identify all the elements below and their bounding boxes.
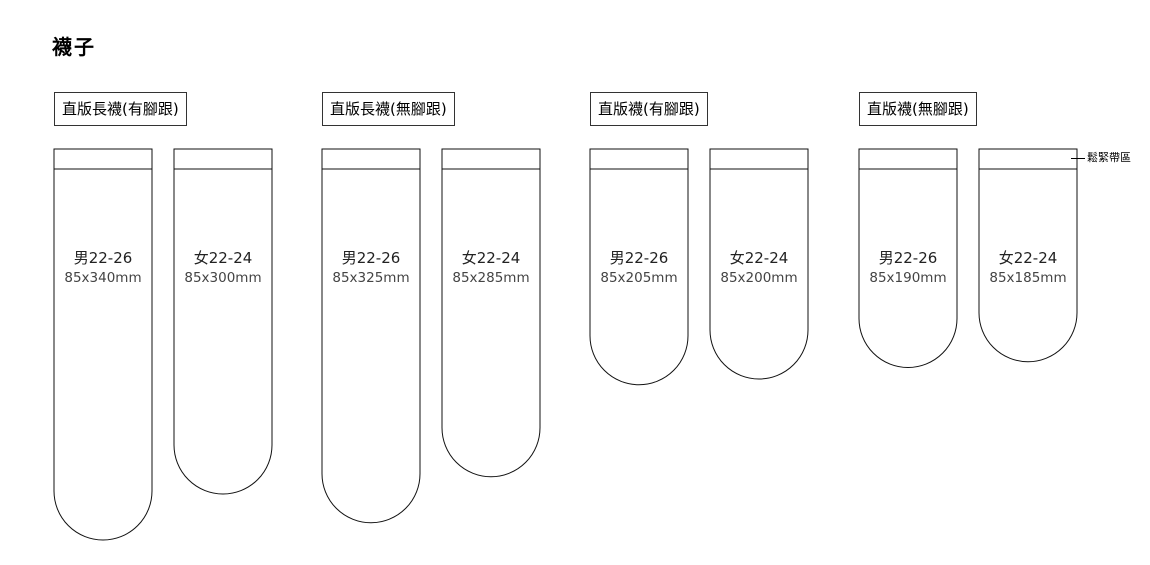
sock-4-2-dims-label: 85x185mm bbox=[989, 270, 1066, 286]
sock-4-1-dims-label: 85x190mm bbox=[869, 270, 946, 286]
band-label: 鬆緊帶區 bbox=[1087, 151, 1131, 164]
sock-2-2-outline bbox=[441, 148, 541, 478]
group-label-long-no-heel: 直版長襪(無腳跟) bbox=[322, 92, 455, 126]
sock-2-1-size-label: 男22-26 bbox=[342, 249, 401, 267]
page-title: 襪子 bbox=[52, 35, 96, 59]
sock-2-2-size-label: 女22-24 bbox=[462, 249, 521, 267]
sock-1-2-size-label: 女22-24 bbox=[194, 249, 253, 267]
sock-1-1-dims-label: 85x340mm bbox=[64, 270, 141, 286]
sock-3-2-size-label: 女22-24 bbox=[730, 249, 789, 267]
group-label-short-with-heel: 直版襪(有腳跟) bbox=[590, 92, 708, 126]
sock-1-1-outline bbox=[53, 148, 153, 541]
sock-2-1-dims-label: 85x325mm bbox=[332, 270, 409, 286]
sock-3-2-outline bbox=[709, 148, 809, 380]
sock-4-1-size-label: 男22-26 bbox=[879, 249, 938, 267]
sock-1-1-size-label: 男22-26 bbox=[74, 249, 133, 267]
sock-1-2-outline bbox=[173, 148, 273, 495]
sock-3-1-size-label: 男22-26 bbox=[610, 249, 669, 267]
group-label-short-no-heel: 直版襪(無腳跟) bbox=[859, 92, 977, 126]
sock-2-2-dims-label: 85x285mm bbox=[452, 270, 529, 286]
band-label-leader bbox=[1071, 158, 1085, 159]
sock-2-1-outline bbox=[321, 148, 421, 524]
group-label-long-with-heel: 直版長襪(有腳跟) bbox=[54, 92, 187, 126]
sock-4-2-size-label: 女22-24 bbox=[999, 249, 1058, 267]
sock-4-2-outline bbox=[978, 148, 1078, 363]
sock-3-2-dims-label: 85x200mm bbox=[720, 270, 797, 286]
sock-4-1-outline bbox=[858, 148, 958, 368]
sock-1-2-dims-label: 85x300mm bbox=[184, 270, 261, 286]
sock-3-1-outline bbox=[589, 148, 689, 386]
sock-3-1-dims-label: 85x205mm bbox=[600, 270, 677, 286]
